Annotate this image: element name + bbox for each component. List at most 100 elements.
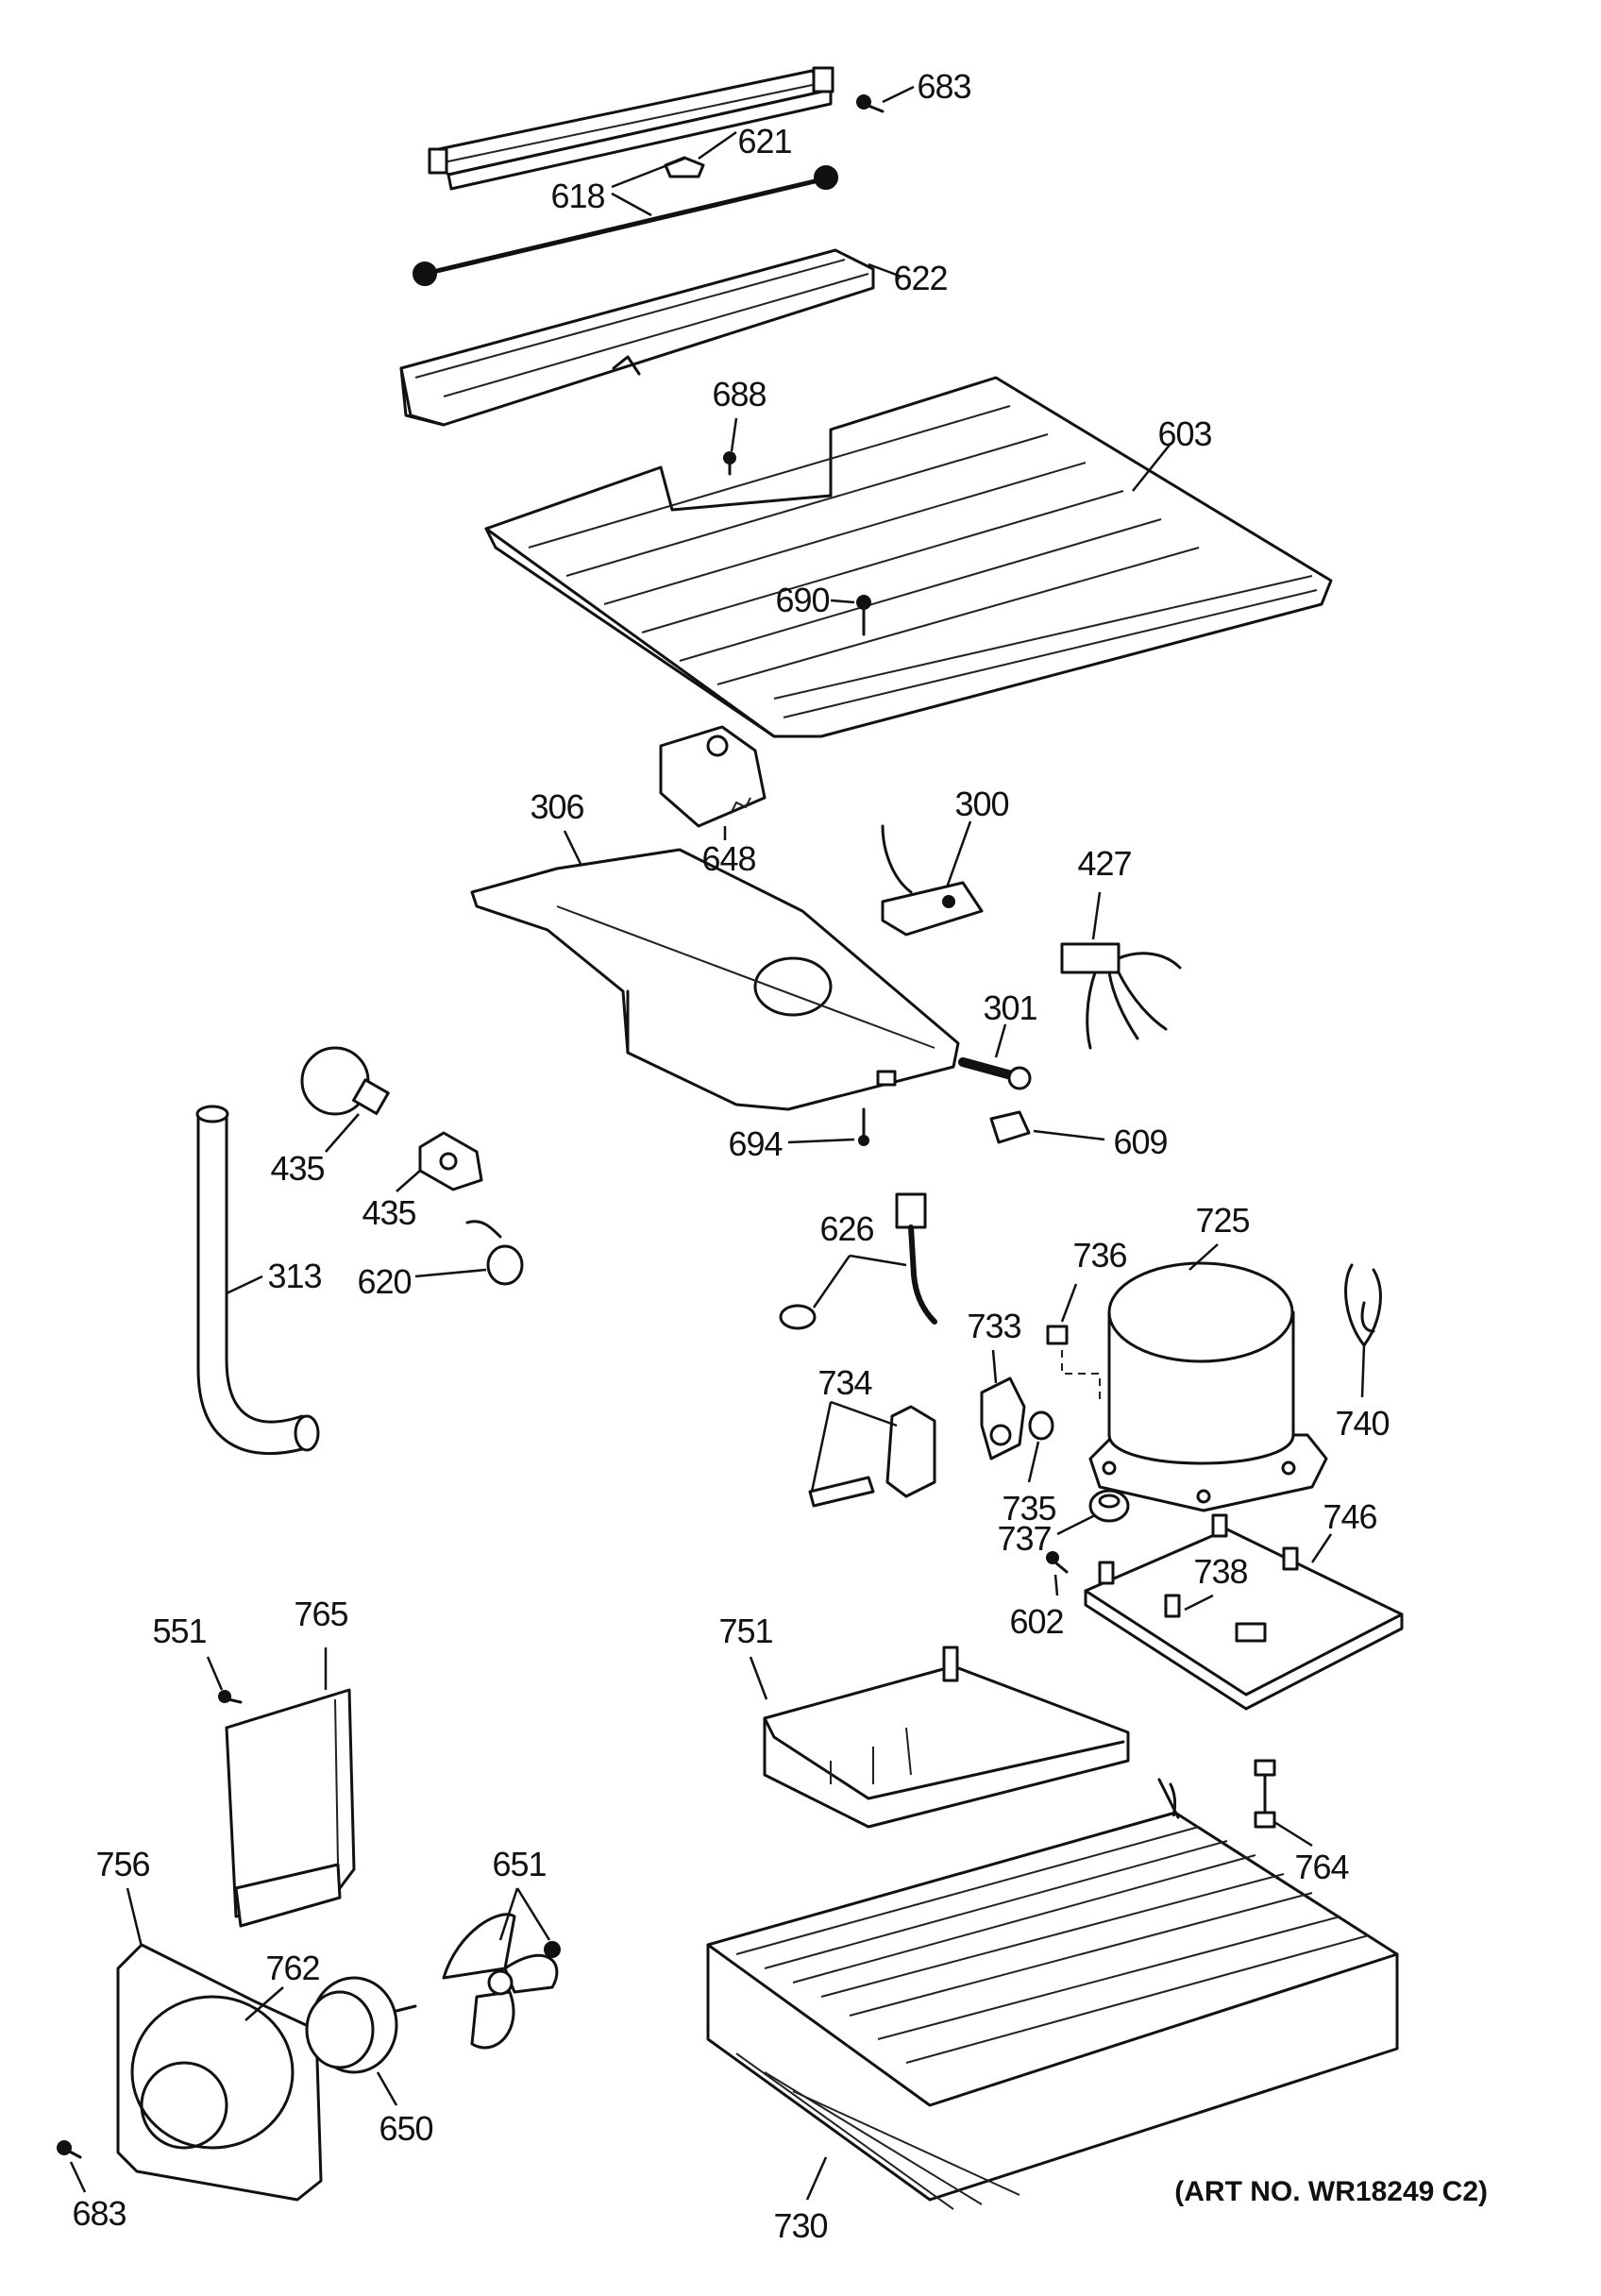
part-735-overload [1028,1410,1054,1441]
leader-609 [1033,1129,1105,1141]
callout-650: 650 [379,2109,433,2148]
art-number-label: (ART NO. WR18249 C2) [1174,2176,1488,2207]
leader-621 [698,130,737,160]
part-603-shelf [484,376,1333,738]
leader-435a [325,1113,360,1153]
leader-427 [1091,891,1102,940]
callout-306: 306 [530,787,584,826]
part-300-switch [881,824,984,937]
part-764-bracket [1254,1759,1276,1829]
callout-738: 738 [1193,1552,1248,1591]
callout-734: 734 [817,1363,872,1402]
part-648-timer [659,725,767,828]
leader-690 [830,599,855,604]
part-683-screw-bottom [57,2140,82,2159]
leader-622 [868,262,902,279]
part-751-drain-pan [763,1646,1130,1829]
part-313-drain-tube [195,1105,320,1456]
leader-756 [126,1887,143,1948]
callout-620: 620 [357,1262,412,1301]
leader-730 [805,2156,828,2201]
leader-694 [787,1138,855,1144]
leader-733 [991,1349,998,1384]
part-736-clip [1046,1325,1101,1402]
part-622-channel [399,248,875,427]
callout-651: 651 [492,1845,547,1883]
leader-725 [1188,1243,1219,1271]
leader-651 [498,1887,519,1941]
callout-427: 427 [1077,844,1132,883]
callout-683-top: 683 [917,67,971,106]
callout-626: 626 [819,1209,874,1248]
leader-683b [69,2161,87,2193]
leader-603 [1132,443,1171,492]
part-756-fan-shroud [116,1943,323,2202]
callout-648: 648 [701,839,756,878]
part-602-screw [1046,1551,1069,1574]
leader-626 [812,1255,851,1308]
callout-603: 603 [1157,414,1212,453]
callout-435-bulb: 435 [270,1149,325,1188]
leader-313 [226,1275,263,1295]
callout-690: 690 [775,581,830,619]
callout-602: 602 [1009,1602,1064,1641]
callout-621: 621 [737,122,792,160]
part-737-grommet [1088,1489,1130,1523]
part-306-housing [470,848,960,1111]
callout-301: 301 [983,988,1037,1027]
callout-609: 609 [1113,1123,1168,1161]
leader-735 [1027,1441,1040,1483]
part-551-screw [218,1690,243,1704]
leader-738 [1184,1594,1214,1612]
leader-688 [730,417,738,452]
part-620-connector [465,1220,524,1286]
callout-622: 622 [893,259,948,297]
callout-688: 688 [712,375,767,414]
callout-746: 746 [1323,1497,1377,1536]
callout-756: 756 [95,1845,150,1883]
leader-300 [945,820,972,888]
part-730-condenser-coil [706,1778,1399,2210]
leader-620 [414,1268,487,1278]
callout-740: 740 [1335,1404,1390,1443]
callout-762: 762 [265,1949,320,1987]
leader-650 [376,2071,398,2106]
part-651-fan-blade [442,1913,561,2050]
leader-737 [1056,1513,1096,1536]
part-690-screw [856,595,871,636]
leader-683a [882,85,915,104]
part-734-capacitor [808,1405,936,1508]
part-725-compressor [1088,1261,1328,1512]
part-621-rail [428,66,834,191]
leader-551 [206,1656,224,1691]
part-746-base-plate [1084,1513,1404,1711]
leader-734b [810,1401,833,1493]
callout-435-socket: 435 [362,1193,416,1232]
leader-751 [749,1656,768,1700]
leader-435b [396,1170,421,1192]
part-733-relay [980,1376,1026,1460]
part-626-cord [779,1192,937,1330]
part-301-sensor [958,1057,1032,1090]
part-427-connector [1060,942,1182,1050]
part-688-screw [723,451,736,476]
part-435-socket [418,1131,483,1191]
leader-626b [849,1254,907,1267]
leader-734 [830,1400,898,1427]
leader-602 [1053,1574,1059,1596]
callout-683-bottom: 683 [72,2194,126,2233]
part-740-clip [1344,1263,1382,1347]
callout-730: 730 [773,2206,828,2245]
callout-694: 694 [728,1124,783,1163]
callout-725: 725 [1195,1201,1250,1240]
leader-740 [1360,1344,1366,1398]
callout-751: 751 [718,1612,773,1650]
callout-765: 765 [294,1595,348,1633]
leader-764 [1273,1820,1313,1848]
part-765-duct [225,1688,356,1928]
part-609-switch [989,1110,1031,1144]
part-435-bulb [300,1046,390,1116]
leader-306 [563,830,582,865]
callout-735: 735 [1002,1489,1056,1528]
